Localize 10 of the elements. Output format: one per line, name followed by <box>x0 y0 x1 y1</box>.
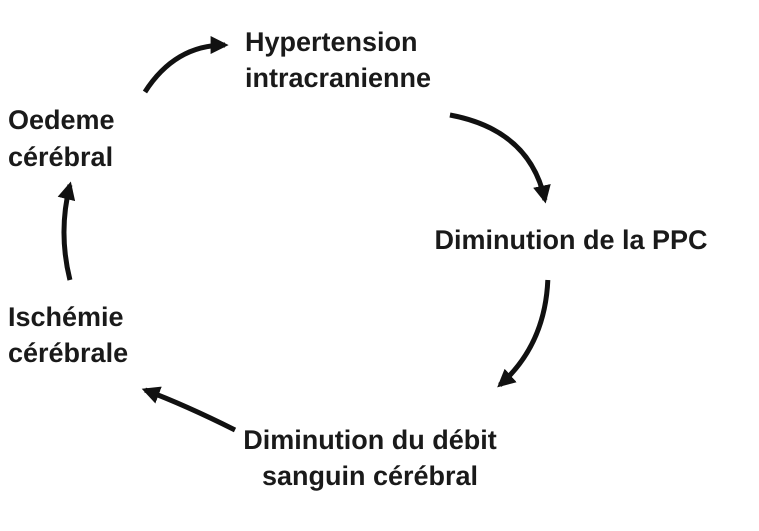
node-label: Diminution du débit sanguin cérébral <box>242 424 498 493</box>
curved-arrow <box>142 36 229 94</box>
curved-arrow <box>58 182 76 281</box>
node-label: Hypertension intracranienne <box>245 26 432 95</box>
node-label: Oedeme cérébral <box>8 104 116 174</box>
curved-arrow <box>497 280 550 388</box>
node-label: Diminution de la PPC <box>434 224 708 257</box>
curved-arrow <box>449 112 550 204</box>
curved-arrow <box>142 386 236 432</box>
node-label: Ischémie cérébrale <box>8 300 130 370</box>
